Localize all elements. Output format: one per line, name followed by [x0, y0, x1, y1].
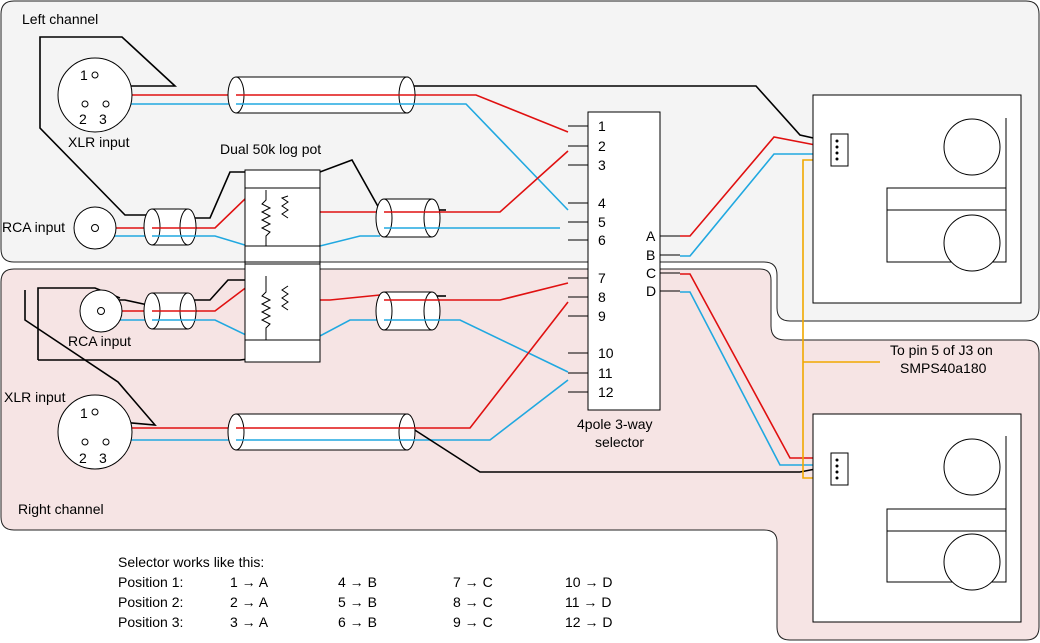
selector-pin-label: 3 [598, 157, 606, 173]
pot-label: Dual 50k log pot [220, 141, 321, 157]
xlr-left: 1 2 3 [57, 57, 133, 133]
xlr-input-left-label: XLR input [68, 134, 130, 150]
selector-note: Selector works like this: Position 1: 1 … [118, 552, 655, 632]
selector-output-label: C [646, 265, 656, 281]
cable-wires [152, 94, 440, 441]
selector-pin-label: 4 [598, 195, 606, 211]
note-row-3: Position 3: 3 → A 6 → B 9 → C 12 → D [118, 612, 655, 632]
note-cell-a: 3 → A [230, 614, 269, 630]
selector-pin-label: 1 [598, 118, 606, 134]
rca-input-left-label: RCA input [2, 219, 65, 235]
to-pin-label-1: To pin 5 of J3 on [890, 342, 993, 358]
to-pin-label-2: SMPS40a180 [900, 360, 987, 376]
note-cell-d: 10 → D [565, 574, 613, 590]
rca-right [79, 289, 123, 333]
note-cell-c: 8 → C [453, 594, 493, 610]
note-row-1: Position 1: 1 → A 4 → B 7 → C 10 → D [118, 572, 655, 592]
note-row-2: Position 2: 2 → A 5 → B 8 → C 11 → D [118, 592, 655, 612]
note-cell-b: 6 → B [338, 614, 377, 630]
selector-pin-label: 9 [598, 308, 606, 324]
note-cell-d: 11 → D [565, 594, 612, 610]
selector-pin-label: 7 [598, 270, 606, 286]
selector-pin-label: 11 [598, 365, 613, 381]
cable-right-long [227, 413, 416, 451]
note-row-label: Position 1: [118, 574, 184, 590]
xlr-left-pin2: 2 [79, 111, 87, 127]
selector-pin-label: 2 [598, 138, 606, 154]
note-row-label: Position 3: [118, 614, 184, 630]
left-channel-label: Left channel [22, 11, 98, 27]
xlr-right: 1 2 3 [57, 394, 133, 470]
rca-input-right-label: RCA input [68, 333, 131, 349]
rca-left [73, 206, 117, 250]
selector-pin-label: 6 [598, 232, 606, 248]
note-title: Selector works like this: [118, 554, 265, 570]
note-cell-d: 12 → D [565, 614, 613, 630]
note-cell-c: 9 → C [453, 614, 493, 630]
xlr-right-pin1: 1 [80, 405, 88, 421]
xlr-input-right-label: XLR input [4, 389, 66, 405]
note-cell-a: 1 → A [230, 574, 269, 590]
selector-output-label: B [646, 247, 655, 263]
xlr-left-pin1: 1 [80, 67, 88, 83]
note-row-label: Position 2: [118, 594, 184, 610]
note-cell-b: 4 → B [338, 574, 377, 590]
cable-left-rca [143, 208, 197, 246]
xlr-left-pin3: 3 [99, 111, 107, 127]
amp-module-top [812, 94, 1022, 304]
xlr-right-pin3: 3 [99, 450, 107, 466]
xlr-right-pin2: 2 [79, 450, 87, 466]
note-cell-c: 7 → C [453, 574, 493, 590]
selector-pin-label: 5 [598, 214, 606, 230]
selector-label-2: selector [595, 434, 644, 450]
connector-pins [835, 139, 839, 480]
cable-left-pot [375, 198, 441, 238]
selector-label-1: 4pole 3-way [577, 416, 653, 432]
selector-output-label: A [646, 228, 656, 244]
cable-right-pot [375, 291, 441, 331]
selector-pin-label: 10 [598, 345, 614, 361]
dual-pot [244, 169, 321, 363]
note-cell-b: 5 → B [338, 594, 377, 610]
selector-pin-label: 8 [598, 289, 606, 305]
selector-pin-label: 12 [598, 384, 614, 400]
right-channel-label: Right channel [18, 501, 104, 517]
note-cell-a: 2 → A [230, 594, 269, 610]
selector-output-label: D [646, 283, 656, 299]
amp-module-bottom [812, 413, 1022, 623]
right-wiring [24, 273, 832, 473]
